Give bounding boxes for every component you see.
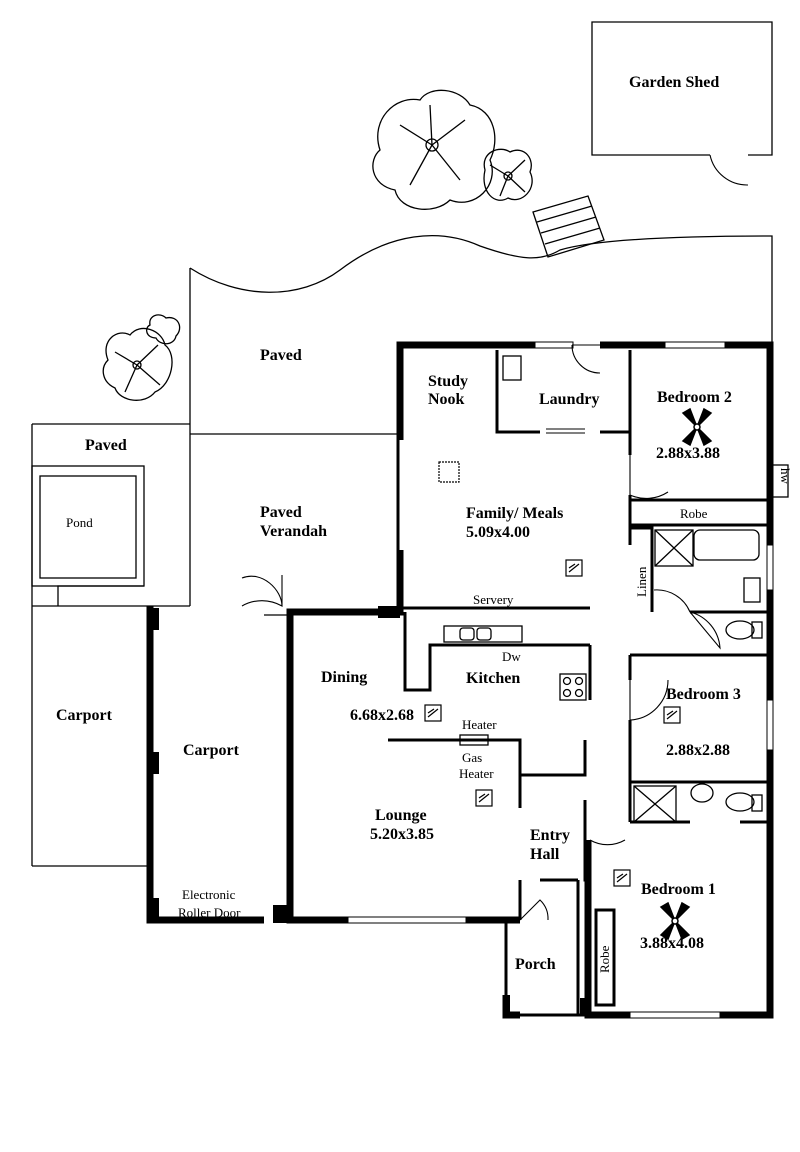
label-servery: Servery: [473, 592, 514, 607]
tree-small-icon: [102, 314, 181, 401]
label-lounge: Lounge: [375, 807, 427, 824]
label-garden-shed: Garden Shed: [629, 74, 719, 91]
label-roller-1: Electronic: [182, 887, 236, 902]
garden-steps: [532, 195, 605, 258]
windows: [347, 341, 774, 1019]
label-entry-1: Entry: [530, 827, 570, 844]
fixtures: [443, 355, 789, 823]
label-carport-left: Carport: [56, 707, 113, 724]
label-linen: Linen: [634, 566, 649, 597]
label-hw: hw: [778, 468, 793, 485]
label-bedroom-2-size: 2.88x3.88: [656, 445, 720, 462]
interior-walls: [388, 350, 772, 1007]
label-laundry: Laundry: [539, 391, 599, 408]
label-paved-verandah-2: Verandah: [260, 523, 327, 540]
label-bedroom-3-size: 2.88x2.88: [666, 742, 730, 759]
label-roller-2: Roller Door: [178, 905, 241, 920]
label-pond: Pond: [66, 515, 93, 530]
label-dining-size: 6.68x2.68: [350, 707, 414, 724]
label-robe-bottom: Robe: [597, 945, 612, 973]
fan-icon: [681, 407, 713, 447]
fan-icon: [659, 901, 691, 941]
label-gas-heater-1: Gas: [462, 750, 482, 765]
label-family-size: 5.09x4.00: [466, 524, 530, 541]
boundary-lines: [31, 235, 773, 867]
vent-icons: [424, 461, 681, 887]
label-study-2: Nook: [428, 391, 465, 408]
label-study-1: Study: [428, 373, 468, 390]
label-paved-verandah-1: Paved: [260, 504, 302, 521]
label-bedroom-1: Bedroom 1: [641, 881, 716, 898]
label-paved-left: Paved: [85, 437, 127, 454]
label-dw: Dw: [502, 649, 521, 664]
label-kitchen: Kitchen: [466, 670, 520, 687]
label-family: Family/ Meals: [466, 505, 563, 522]
label-bedroom-3: Bedroom 3: [666, 686, 741, 703]
label-lounge-size: 5.20x3.85: [370, 826, 434, 843]
label-heater: Heater: [462, 717, 497, 732]
label-gas-heater-2: Heater: [459, 766, 494, 781]
label-dining: Dining: [321, 669, 367, 686]
garden-shed: [591, 21, 773, 186]
carport-posts[interactable]: [147, 606, 588, 1015]
tree-medium-icon: [483, 148, 533, 201]
label-carport-right: Carport: [183, 742, 240, 759]
door-swings: [241, 344, 721, 921]
tree-large-icon: [372, 89, 496, 210]
room-labels: Garden Shed Paved Paved Pond Paved Veran…: [56, 74, 793, 973]
label-entry-2: Hall: [530, 846, 560, 863]
label-paved-top: Paved: [260, 347, 302, 364]
label-robe-top: Robe: [680, 506, 708, 521]
label-bedroom-1-size: 3.88x4.08: [640, 935, 704, 952]
label-porch: Porch: [515, 956, 556, 973]
label-bedroom-2: Bedroom 2: [657, 389, 732, 406]
pond: [31, 465, 145, 606]
